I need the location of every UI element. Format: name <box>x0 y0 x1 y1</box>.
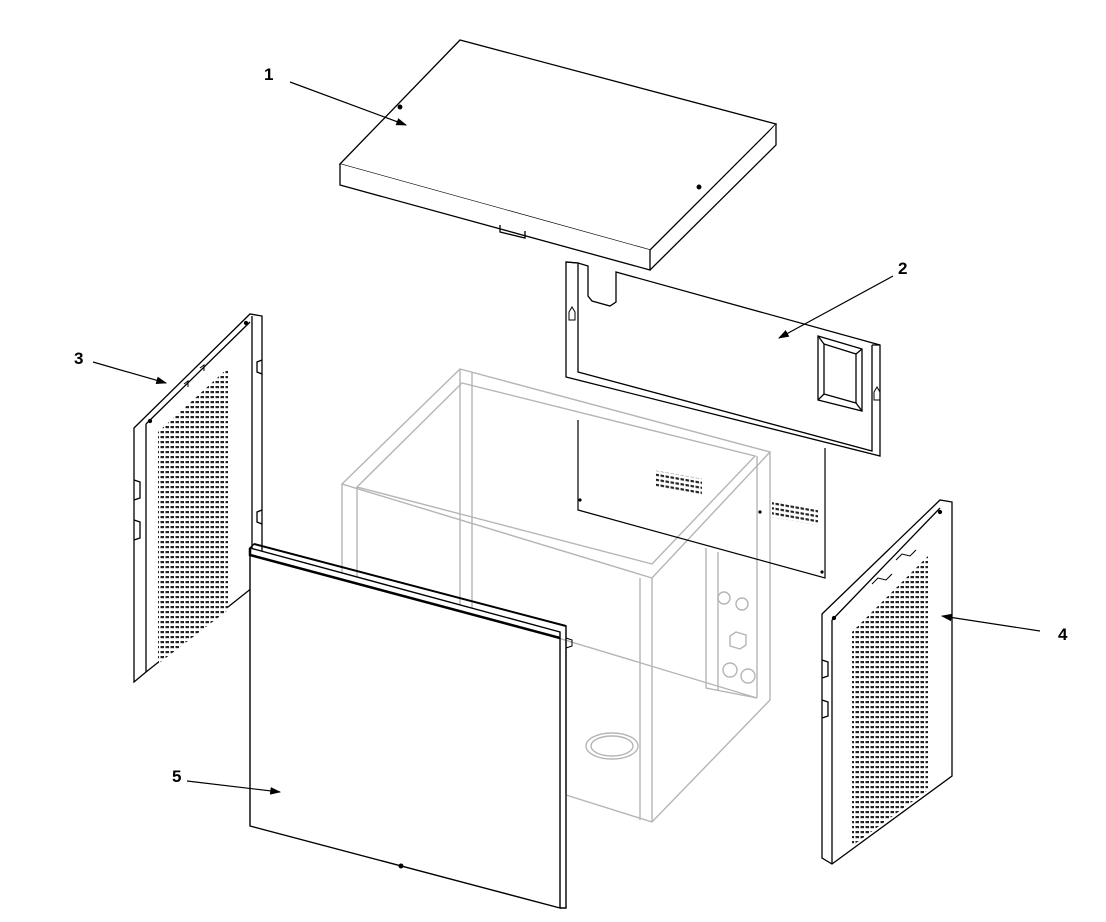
callout-label-4: 4 <box>1058 625 1068 644</box>
part-2-rear-panel <box>565 261 881 457</box>
callout-label-3: 3 <box>74 349 83 368</box>
callouts <box>92 81 1041 795</box>
part-3-left-side-panel <box>133 313 263 684</box>
callout-label-5: 5 <box>172 767 181 786</box>
part-5-front-panel <box>248 543 573 909</box>
callout-label-2: 2 <box>898 259 907 278</box>
callout-label-1: 1 <box>264 65 273 84</box>
part-4-right-side-panel <box>821 499 953 865</box>
part-1-top-cover <box>338 39 778 271</box>
rear-lower-panel <box>577 420 826 579</box>
